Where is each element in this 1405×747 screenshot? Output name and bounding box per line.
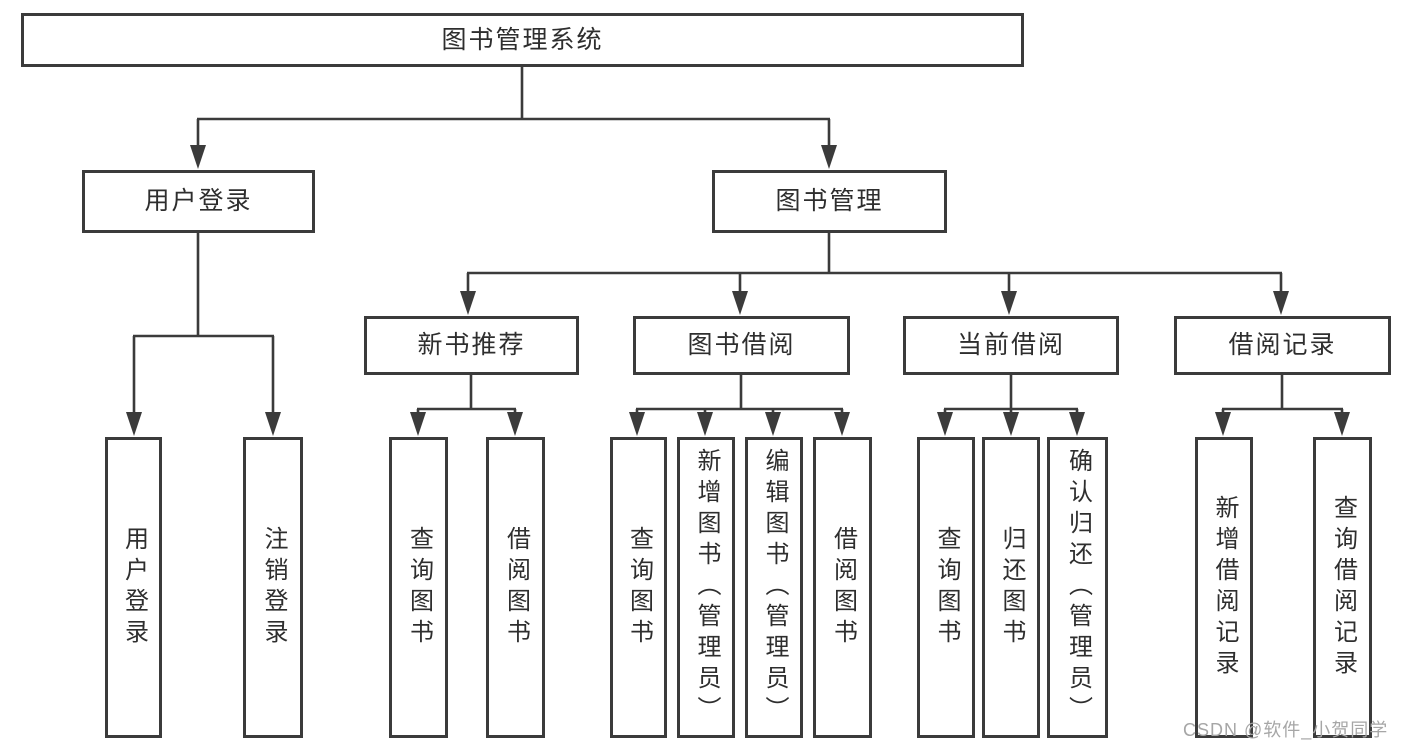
node-leaf-current-return-books: 归还图书 xyxy=(982,437,1040,738)
node-leaf-borrow-query-books: 查询图书 xyxy=(610,437,667,738)
node-leaf-records-query-record: 查询借阅记录 xyxy=(1313,437,1372,738)
node-leaf-user-login: 用户登录 xyxy=(105,437,162,738)
node-leaf-recommend-query-books: 查询图书 xyxy=(389,437,448,738)
node-leaf-logout: 注销登录 xyxy=(243,437,303,738)
node-current-borrow: 当前借阅 xyxy=(903,316,1119,375)
node-leaf-current-confirm-return-admin: 确认归还（管理员） xyxy=(1047,437,1108,738)
node-leaf-current-query-books: 查询图书 xyxy=(917,437,975,738)
node-book-management: 图书管理 xyxy=(712,170,947,233)
csdn-watermark: CSDN @软件_小贺同学 xyxy=(1183,720,1389,740)
node-leaf-borrow-edit-books-admin: 编辑图书（管理员） xyxy=(745,437,803,738)
node-leaf-recommend-borrow-books: 借阅图书 xyxy=(486,437,545,738)
node-borrow-records: 借阅记录 xyxy=(1174,316,1391,375)
node-root-system: 图书管理系统 xyxy=(21,13,1024,67)
node-leaf-borrow-borrow-books: 借阅图书 xyxy=(813,437,872,738)
edge-root-to-level2 xyxy=(196,66,831,150)
edge-borrow-records-to-leaves xyxy=(1221,375,1344,420)
node-leaf-records-add-record: 新增借阅记录 xyxy=(1195,437,1253,738)
arrowheads xyxy=(126,145,1350,436)
edge-book-management-to-level3 xyxy=(466,233,1283,296)
edge-book-borrow-to-leaves xyxy=(635,375,844,420)
node-book-borrow: 图书借阅 xyxy=(633,316,850,375)
edge-new-book-recommend-to-leaves xyxy=(416,375,517,420)
node-new-book-recommend: 新书推荐 xyxy=(364,316,579,375)
edge-user-login-to-leaves xyxy=(132,233,275,418)
node-leaf-borrow-add-books-admin: 新增图书（管理员） xyxy=(677,437,735,738)
node-user-login: 用户登录 xyxy=(82,170,315,233)
